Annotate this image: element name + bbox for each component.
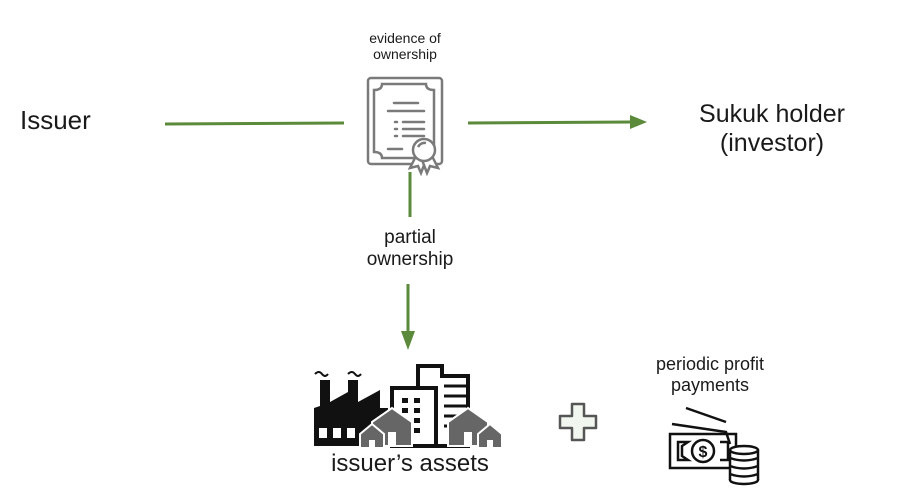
sukuk-holder-line2: (investor) [719, 128, 825, 157]
certificate-caption: evidence of ownership [345, 30, 465, 62]
certificate-caption-line1: evidence of [369, 30, 441, 46]
periodic-profit-line2: payments [670, 374, 750, 395]
partial-ownership-line1: partial [384, 227, 436, 248]
cash-and-coins-icon: $ [668, 406, 760, 486]
periodic-profit-label: periodic profit payments [630, 354, 790, 395]
partial-ownership-line2: ownership [366, 248, 454, 270]
periodic-profit-line1: periodic profit [655, 354, 765, 374]
issuers-assets-label: issuer’s assets [331, 450, 489, 477]
certificate-icon [366, 76, 444, 177]
issuer-label: Issuer [20, 105, 91, 135]
plus-icon [558, 402, 598, 442]
sukuk-holder-line1: Sukuk holder [699, 100, 845, 128]
partial-ownership-label: partial ownership [340, 227, 480, 271]
sukuk-holder-label: Sukuk holder (investor) [672, 100, 872, 158]
svg-text:$: $ [699, 444, 708, 461]
certificate-caption-line2: ownership [373, 46, 437, 63]
factory-buildings-houses-icon [314, 364, 503, 449]
